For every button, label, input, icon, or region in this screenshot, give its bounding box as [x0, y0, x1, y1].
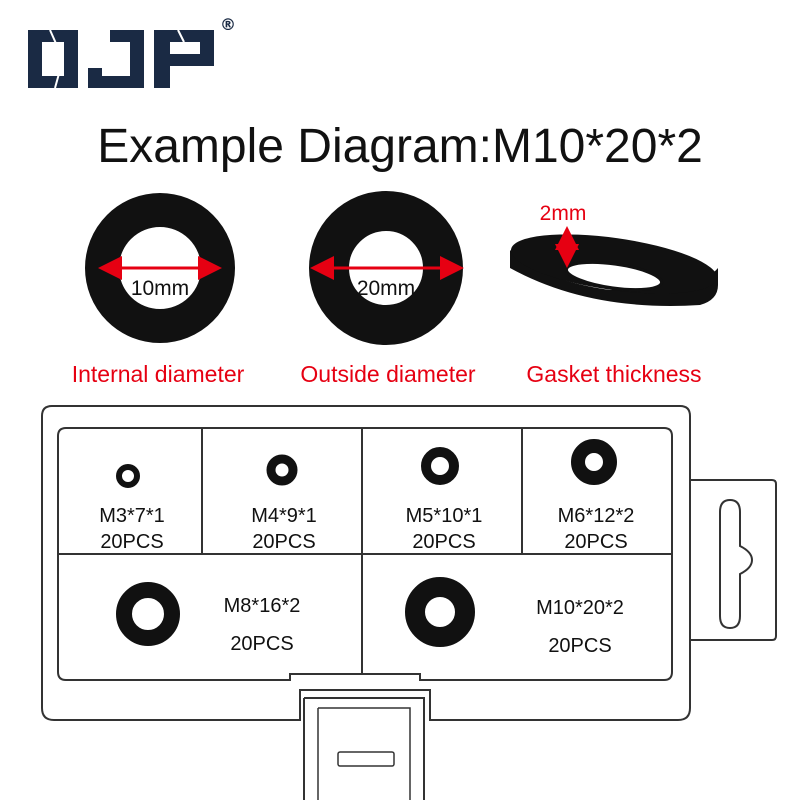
diagram-outside-diameter: 20mm Outside diameter	[300, 191, 476, 387]
compartment-m4: M4*9*1 20PCS	[251, 454, 317, 553]
compartment-m5: M5*10*1 20PCS	[406, 447, 483, 553]
washer-hole	[564, 260, 664, 292]
washer-icon	[421, 447, 459, 485]
diagram-caption: Gasket thickness	[526, 361, 701, 387]
registered-mark: ®	[220, 15, 236, 34]
compartment-m6: M6*12*2 20PCS	[558, 439, 635, 553]
size-label: M5*10*1	[406, 505, 483, 527]
qty-label: 20PCS	[252, 531, 315, 553]
qty-label: 20PCS	[230, 633, 293, 655]
washer-icon	[116, 582, 180, 646]
box-outline	[41, 405, 691, 721]
diagram-internal-diameter: 10mm Internal diameter	[72, 193, 245, 387]
qty-label: 20PCS	[564, 531, 627, 553]
washer-icon	[266, 454, 298, 486]
qty-label: 20PCS	[100, 531, 163, 553]
diagram-caption: Internal diameter	[72, 361, 245, 387]
dimension-label: 20mm	[357, 277, 415, 300]
diagram-caption: Outside diameter	[300, 361, 475, 387]
size-label: M6*12*2	[558, 505, 635, 527]
size-label: M10*20*2	[536, 597, 624, 619]
compartment-m8: M8*16*2 20PCS	[116, 582, 301, 655]
compartment-m10: M10*20*2 20PCS	[405, 577, 624, 657]
brand-logo: ®	[28, 15, 236, 89]
washer-icon	[405, 577, 475, 647]
logo-mark	[28, 29, 214, 89]
qty-label: 20PCS	[548, 635, 611, 657]
dimension-label: 10mm	[131, 277, 189, 300]
dimension-label: 2mm	[540, 202, 587, 225]
qty-label: 20PCS	[412, 531, 475, 553]
compartment-m3: M3*7*1 20PCS	[99, 464, 165, 553]
latch	[303, 697, 425, 800]
page-title: Example Diagram:M10*20*2	[97, 120, 703, 173]
diagram-gasket-thickness: 2mm Gasket thickness	[510, 202, 718, 387]
washer-icon	[571, 439, 617, 485]
size-label: M8*16*2	[224, 595, 301, 617]
size-label: M4*9*1	[251, 505, 317, 527]
hanger-tab	[690, 479, 777, 641]
washer-icon	[116, 464, 140, 488]
storage-box	[41, 405, 777, 800]
size-label: M3*7*1	[99, 505, 165, 527]
